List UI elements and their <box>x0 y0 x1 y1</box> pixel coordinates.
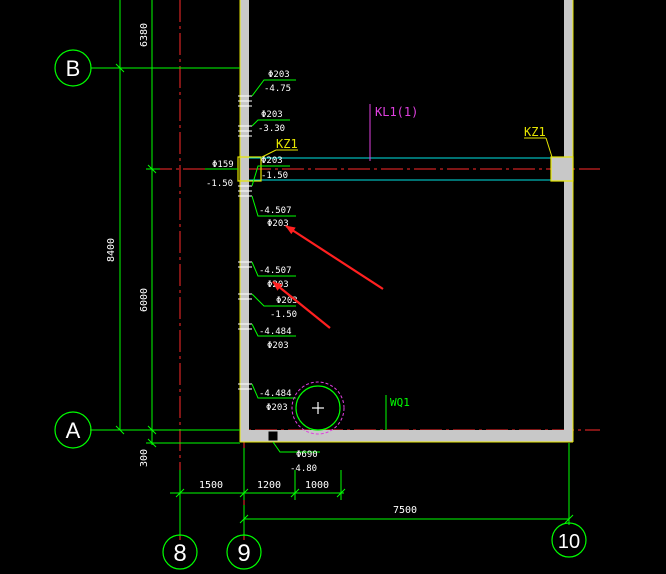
label-wq1: WQ1 <box>390 396 410 409</box>
dim-h3: 1000 <box>305 480 329 491</box>
wall-bottom <box>240 430 573 442</box>
a9-elev: -4.484 <box>259 389 292 399</box>
a8-elev: -4.484 <box>259 327 292 337</box>
label-kz1-left: KZ1 <box>276 137 298 151</box>
a7-pipe: Φ203 <box>276 296 298 306</box>
a5-pipe: Φ203 <box>267 219 289 229</box>
grid-bubble-a: A <box>54 411 112 449</box>
grid-label-8: 8 <box>173 540 186 567</box>
grid-label-a: A <box>66 418 81 443</box>
a10-elev: -4.80 <box>290 464 317 474</box>
grid-bubble-10: 10 <box>551 522 587 558</box>
grid-label-b: B <box>66 56 81 81</box>
a2-pipe: Φ203 <box>261 110 283 120</box>
a10-pipe: Φ690 <box>296 450 318 460</box>
a9-pipe: Φ203 <box>266 403 288 413</box>
dimension-lines <box>112 0 574 536</box>
dim-h2: 1200 <box>257 480 281 491</box>
a8-pipe: Φ203 <box>267 341 289 351</box>
column-kz1-right <box>550 156 574 182</box>
a1-pipe: Φ203 <box>268 70 290 80</box>
grid-label-10: 10 <box>558 531 580 553</box>
grid-bubble-8: 8 <box>162 534 198 570</box>
grid-bubble-9: 9 <box>226 534 262 570</box>
a3-pipe: Φ203 <box>261 156 283 166</box>
pipe-ticks <box>238 95 252 390</box>
a1-elev: -4.75 <box>264 84 291 94</box>
sump-pit-symbol <box>291 381 345 435</box>
arrow-upper <box>285 225 384 290</box>
dim-h4: 7500 <box>393 505 417 516</box>
label-kl1: KL1(1) <box>375 105 418 119</box>
arrow-lower <box>272 281 331 329</box>
a3-elev: -1.50 <box>261 171 288 181</box>
walls <box>239 0 574 443</box>
a6-elev: -4.507 <box>259 266 292 276</box>
annotation-leaders <box>205 79 387 453</box>
wall-left <box>240 0 249 442</box>
dim-top: 6380 <box>139 23 150 47</box>
dim-h1: 1500 <box>199 480 223 491</box>
red-arrows <box>272 225 384 329</box>
a4-elev: -1.50 <box>206 179 233 189</box>
a4-pipe: Φ159 <box>212 160 234 170</box>
dim-mid-vertical: 6000 <box>139 288 150 312</box>
beam-kl1 <box>249 157 564 181</box>
dim-bottom: 300 <box>139 449 150 467</box>
beam-label-kl1: KL1(1) <box>369 104 418 161</box>
grid-label-9: 9 <box>237 540 250 567</box>
a7-elev: -1.50 <box>270 310 297 320</box>
a2-elev: -3.30 <box>258 124 285 134</box>
a5-elev: -4.507 <box>259 206 292 216</box>
axis-lines <box>90 0 600 540</box>
wall-right <box>564 0 573 442</box>
dim-total-vertical: 8400 <box>106 238 117 262</box>
wall-opening <box>267 430 279 442</box>
label-kz1-right: KZ1 <box>524 125 546 139</box>
grid-bubble-b: B <box>54 49 112 87</box>
